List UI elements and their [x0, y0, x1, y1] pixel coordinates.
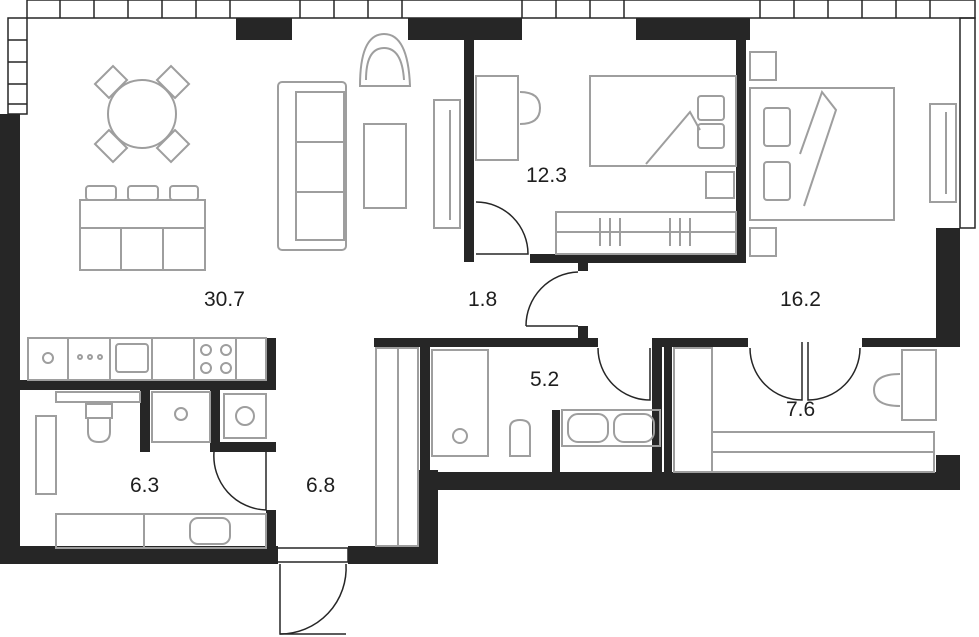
area-label-toilet: 6.3: [130, 474, 159, 497]
coffee-table-icon: [363, 123, 407, 209]
bed-icon: [589, 75, 737, 167]
interior-doors: [213, 201, 861, 511]
wardrobe-icon: [555, 211, 737, 255]
kitchen-counter: [27, 337, 267, 381]
tv-icon: [433, 99, 461, 229]
utility-sink-icon: [151, 391, 211, 443]
fan-icon: [42, 352, 54, 364]
stove-icon: [200, 344, 232, 374]
hall-wardrobe-icon: [375, 347, 419, 547]
toilet-icon: [85, 403, 113, 444]
controls-icon: [77, 354, 103, 360]
area-label-corridor: 1.8: [468, 288, 497, 311]
left-window-strip: [7, 17, 28, 115]
area-label-bathroom: 5.2: [530, 368, 559, 391]
right-window-strip: [959, 17, 976, 229]
bathtub-icon: [431, 349, 489, 457]
sink-icon: [115, 343, 149, 373]
area-label-bedroom-small: 12.3: [526, 164, 567, 187]
area-label-wardrobe: 7.6: [786, 398, 815, 421]
dressing-desk-icon: [872, 349, 937, 421]
bath-toilet-icon: [509, 418, 531, 457]
entrance-door: [275, 547, 349, 635]
washing-machine-icon: [223, 393, 267, 439]
sofa-icon: [277, 81, 347, 251]
armchair-icon: [358, 32, 412, 87]
master-tv-icon: [929, 103, 957, 203]
desk-icon: [475, 75, 542, 161]
master-bed-icon: [749, 87, 895, 221]
kitchen-island-icon: [79, 185, 206, 271]
area-label-bedroom-master: 16.2: [780, 288, 821, 311]
master-nightstand-icon: [749, 51, 777, 257]
dining-table-icon: [93, 64, 191, 164]
nightstand-icon: [705, 171, 735, 199]
laundry-counter: [55, 513, 267, 549]
double-sink-icon: [561, 409, 661, 447]
area-label-hall: 6.8: [306, 474, 335, 497]
area-label-living: 30.7: [204, 288, 245, 311]
walls: [0, 18, 960, 564]
dressing-wardrobe-icon: [673, 347, 935, 473]
top-window-strip: [26, 0, 976, 19]
toilet-room-fixtures: [35, 391, 141, 495]
